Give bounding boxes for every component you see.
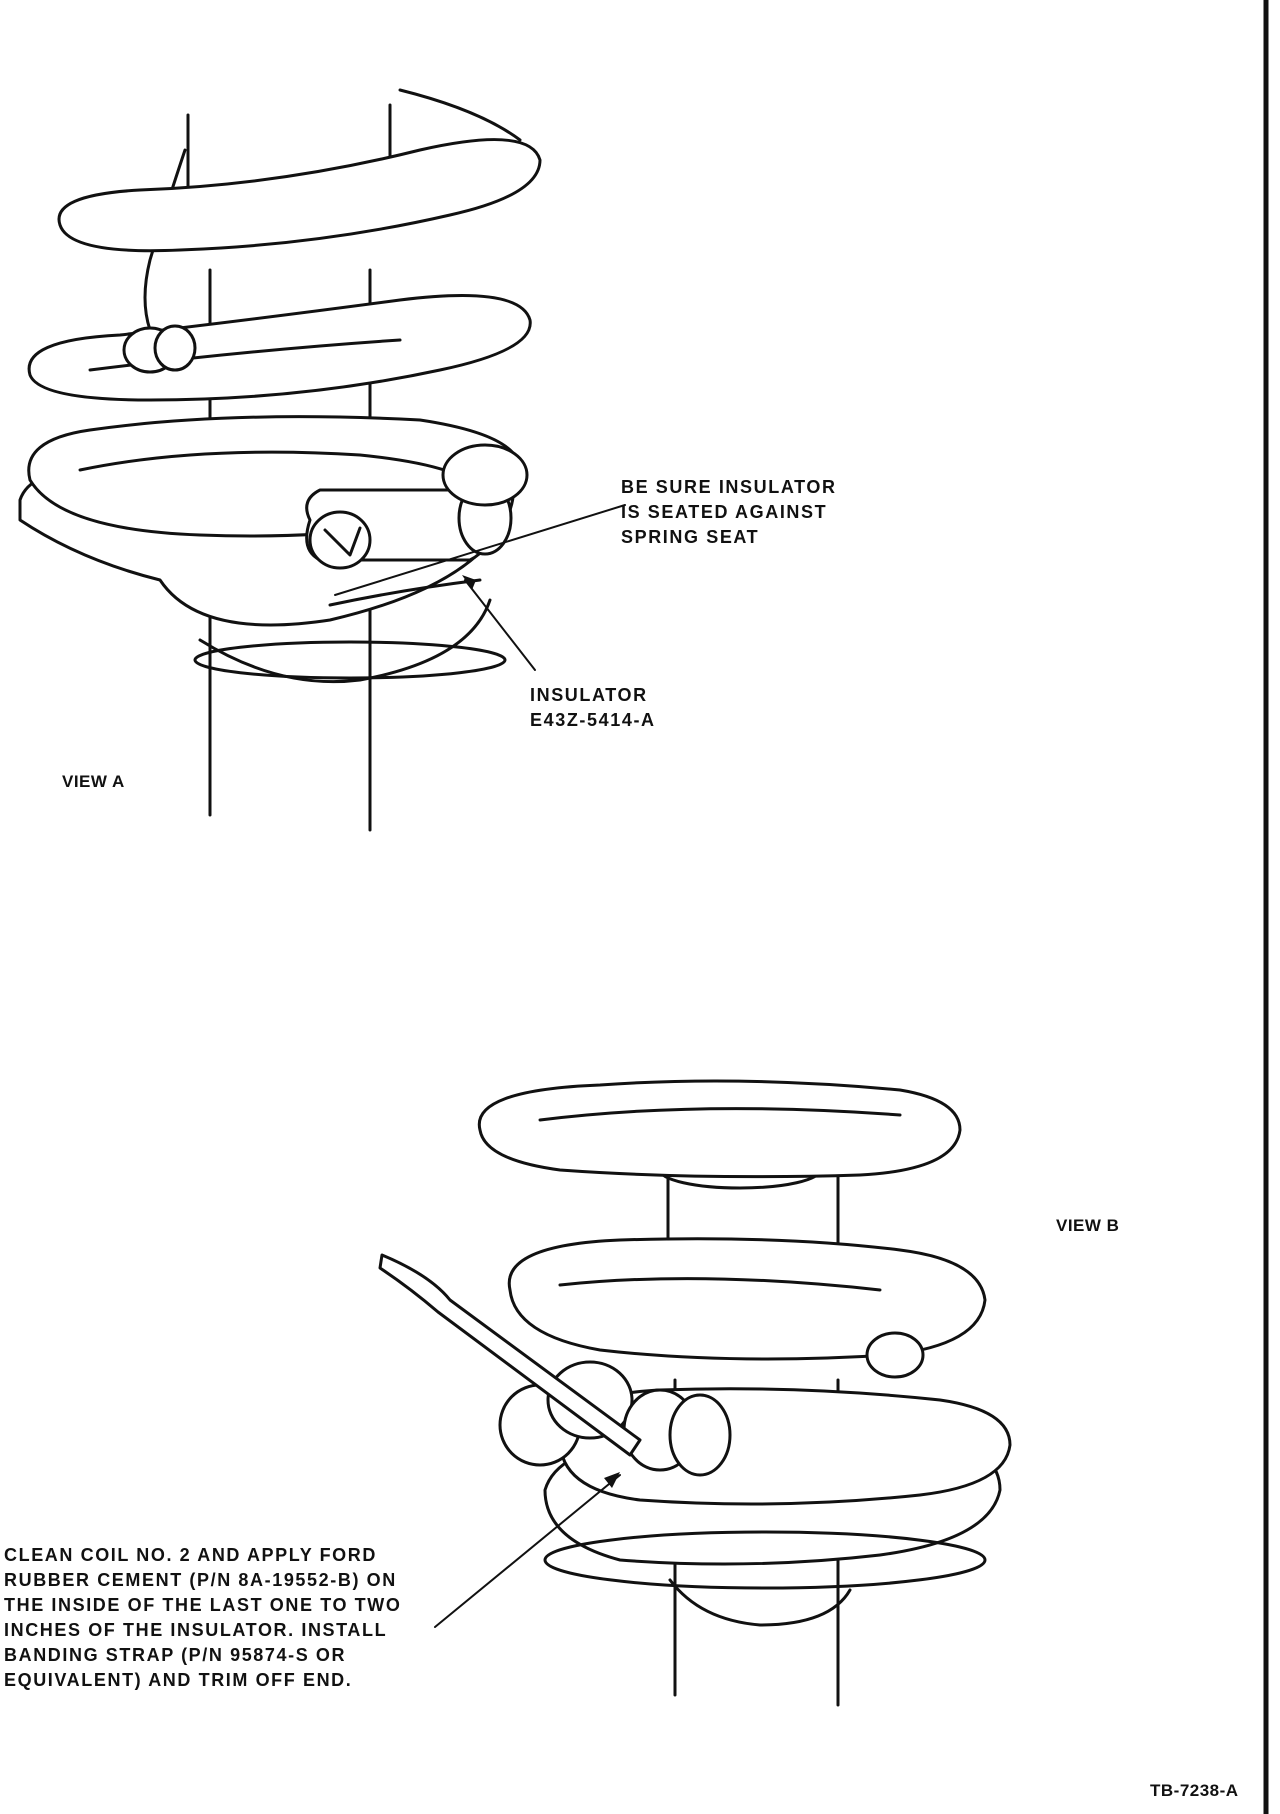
callout-seat-line-3: SPRING SEAT (621, 527, 759, 547)
callout-clean-line-4: INCHES OF THE INSULATOR. INSTALL (4, 1620, 387, 1640)
callout-clean-line-3: THE INSIDE OF THE LAST ONE TO TWO (4, 1595, 401, 1615)
callout-clean-line-2: RUBBER CEMENT (P/N 8A-19552-B) ON (4, 1570, 397, 1590)
callout-seat-line-2: IS SEATED AGAINST (621, 502, 827, 522)
callout-insulator-line-1: INSULATOR (530, 685, 648, 705)
callout-clean-line-1: CLEAN COIL NO. 2 AND APPLY FORD (4, 1545, 377, 1565)
view-a-label: VIEW A (62, 772, 125, 791)
view-a-illustration (18, 88, 626, 832)
callout-clean-line-5: BANDING STRAP (P/N 95874-S OR (4, 1645, 346, 1665)
callout-seat-line-1: BE SURE INSULATOR (621, 477, 837, 497)
callout-clean-line-6: EQUIVALENT) AND TRIM OFF END. (4, 1670, 352, 1690)
callout-insulator-line-2: E43Z-5414-A (530, 710, 656, 730)
figure-id: TB-7238-A (1150, 1781, 1239, 1800)
view-b-label: VIEW B (1056, 1216, 1119, 1235)
view-b-illustration (378, 1079, 1012, 1707)
